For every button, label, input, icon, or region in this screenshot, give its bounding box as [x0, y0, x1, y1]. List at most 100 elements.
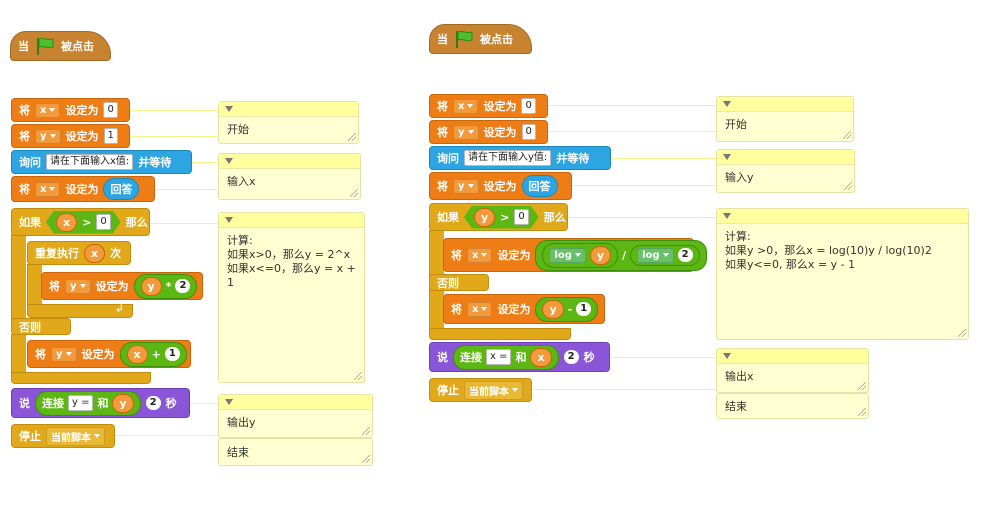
number-input[interactable]: 1: [164, 347, 180, 361]
join-operator[interactable]: 连接 y = 和 y: [35, 390, 141, 416]
comment-note-end[interactable]: 结束: [218, 438, 373, 466]
comment-note-input[interactable]: 输入y: [716, 149, 855, 193]
value-input[interactable]: 0: [521, 124, 536, 140]
resize-grip-icon[interactable]: [362, 427, 370, 435]
comment-note-start[interactable]: 开始: [218, 101, 359, 144]
answer-reporter[interactable]: 回答: [103, 178, 140, 200]
when-flag-clicked-block[interactable]: 当 被点击: [10, 31, 111, 61]
comment-note-input[interactable]: 输入x: [218, 153, 361, 200]
stop-option-dropdown[interactable]: 当前脚本: [46, 426, 105, 446]
set-x-subtract-block[interactable]: 将 x 设定为 y - 1: [443, 294, 605, 324]
comment-header[interactable]: [219, 154, 360, 169]
comment-header[interactable]: [717, 150, 854, 165]
variable-reporter[interactable]: y: [140, 276, 162, 296]
seconds-input[interactable]: 2: [563, 350, 579, 364]
set-y-block[interactable]: 将 y 设定为 0: [429, 120, 548, 144]
comment-note-end[interactable]: 结束: [716, 393, 869, 419]
number-input[interactable]: 1: [576, 302, 592, 316]
variable-reporter[interactable]: y: [474, 208, 495, 227]
variable-dropdown[interactable]: x: [467, 247, 493, 263]
value-input[interactable]: 1: [103, 128, 118, 144]
variable-dropdown[interactable]: y: [35, 128, 61, 144]
variable-reporter[interactable]: y: [112, 393, 134, 413]
variable-dropdown[interactable]: y: [65, 278, 91, 294]
join-text-input[interactable]: y =: [68, 395, 94, 411]
if-else-block[interactable]: 如果 x > 0 那么: [11, 208, 150, 236]
comment-header[interactable]: [219, 213, 364, 228]
greater-than-operator[interactable]: x > 0: [46, 211, 121, 234]
comment-note-output[interactable]: 输出x: [716, 348, 869, 393]
number-input[interactable]: 2: [175, 279, 191, 293]
function-dropdown[interactable]: log: [637, 247, 674, 263]
resize-grip-icon[interactable]: [348, 133, 356, 141]
variable-dropdown[interactable]: y: [453, 178, 479, 194]
comment-note-calc[interactable]: 计算: 如果y >0，那么x = log(10)y / log(10)2 如果y…: [716, 208, 969, 340]
seconds-input[interactable]: 2: [145, 396, 161, 410]
set-y-answer-block[interactable]: 将 y 设定为 回答: [429, 172, 572, 200]
answer-reporter[interactable]: 回答: [521, 175, 558, 197]
resize-grip-icon[interactable]: [858, 382, 866, 390]
resize-grip-icon[interactable]: [844, 182, 852, 190]
resize-grip-icon[interactable]: [354, 372, 362, 380]
set-y-block[interactable]: 将 y 设定为 1: [11, 124, 130, 148]
comment-header[interactable]: [717, 209, 968, 224]
question-input[interactable]: 请在下面输入y值:: [464, 150, 552, 166]
variable-dropdown[interactable]: y: [51, 346, 77, 362]
resize-grip-icon[interactable]: [350, 189, 358, 197]
ask-and-wait-block[interactable]: 询问 请在下面输入x值: 并等待: [11, 150, 192, 174]
set-x-block[interactable]: 将 x 设定为 0: [11, 98, 130, 122]
value-input[interactable]: 0: [103, 102, 118, 118]
set-x-block[interactable]: 将 x 设定为 0: [429, 94, 548, 118]
comment-header[interactable]: [219, 395, 372, 410]
add-operator[interactable]: x + 1: [119, 341, 187, 367]
comment-header[interactable]: [219, 102, 358, 117]
variable-dropdown[interactable]: x: [467, 301, 493, 317]
comment-note-output[interactable]: 输出y: [218, 394, 373, 438]
when-flag-clicked-block[interactable]: 当 被点击: [429, 24, 532, 54]
variable-reporter[interactable]: x: [84, 243, 106, 263]
say-for-secs-block[interactable]: 说 连接 y = 和 y 2 秒: [11, 388, 190, 418]
say-for-secs-block[interactable]: 说 连接 x = 和 x 2 秒: [429, 342, 610, 372]
stop-block[interactable]: 停止 当前脚本: [11, 424, 115, 448]
comment-note-start[interactable]: 开始: [716, 96, 854, 142]
resize-grip-icon[interactable]: [958, 329, 966, 337]
join-text-input[interactable]: x =: [486, 349, 512, 365]
set-y-multiply-block[interactable]: 将 y 设定为 y * 2: [41, 272, 203, 300]
variable-dropdown[interactable]: x: [453, 98, 479, 114]
comment-header[interactable]: [717, 97, 853, 112]
join-operator[interactable]: 连接 x = 和 x: [453, 344, 559, 370]
log-function-reporter[interactable]: log y: [542, 242, 619, 268]
resize-grip-icon[interactable]: [362, 455, 370, 463]
value-input[interactable]: 0: [96, 214, 110, 230]
repeat-block[interactable]: 重复执行 x 次: [27, 241, 131, 265]
multiply-operator[interactable]: y * 2: [133, 273, 198, 299]
function-dropdown[interactable]: log: [549, 247, 586, 263]
variable-reporter[interactable]: x: [530, 347, 552, 367]
variable-dropdown[interactable]: y: [453, 124, 479, 140]
set-y-add-block[interactable]: 将 y 设定为 x + 1: [27, 340, 191, 368]
ask-and-wait-block[interactable]: 询问 请在下面输入y值: 并等待: [429, 146, 611, 170]
variable-dropdown[interactable]: x: [35, 102, 61, 118]
value-input[interactable]: 0: [514, 209, 528, 225]
set-x-log-block[interactable]: 将 x 设定为 log y / log 2: [443, 238, 707, 272]
variable-dropdown[interactable]: x: [35, 181, 61, 197]
comment-note-calc[interactable]: 计算: 如果x>0，那么y = 2^x 如果x<=0，那么y = x + 1: [218, 212, 365, 383]
variable-reporter[interactable]: y: [589, 245, 612, 265]
subtract-operator[interactable]: y - 1: [535, 296, 599, 322]
variable-reporter[interactable]: x: [56, 213, 77, 232]
log-function-reporter[interactable]: log 2: [630, 244, 700, 266]
number-input[interactable]: 2: [677, 248, 693, 262]
resize-grip-icon[interactable]: [858, 408, 866, 416]
question-input[interactable]: 请在下面输入x值:: [46, 154, 134, 170]
variable-reporter[interactable]: y: [542, 299, 564, 319]
value-input[interactable]: 0: [521, 98, 536, 114]
if-else-block[interactable]: 如果 y > 0 那么: [429, 203, 568, 231]
comment-header[interactable]: [717, 349, 868, 364]
set-x-answer-block[interactable]: 将 x 设定为 回答: [11, 176, 155, 202]
variable-reporter[interactable]: x: [126, 344, 148, 364]
stop-block[interactable]: 停止 当前脚本: [429, 378, 532, 402]
stop-option-dropdown[interactable]: 当前脚本: [464, 380, 523, 400]
greater-than-operator[interactable]: y > 0: [464, 206, 539, 229]
divide-operator[interactable]: log y / log 2: [535, 239, 707, 271]
resize-grip-icon[interactable]: [843, 131, 851, 139]
